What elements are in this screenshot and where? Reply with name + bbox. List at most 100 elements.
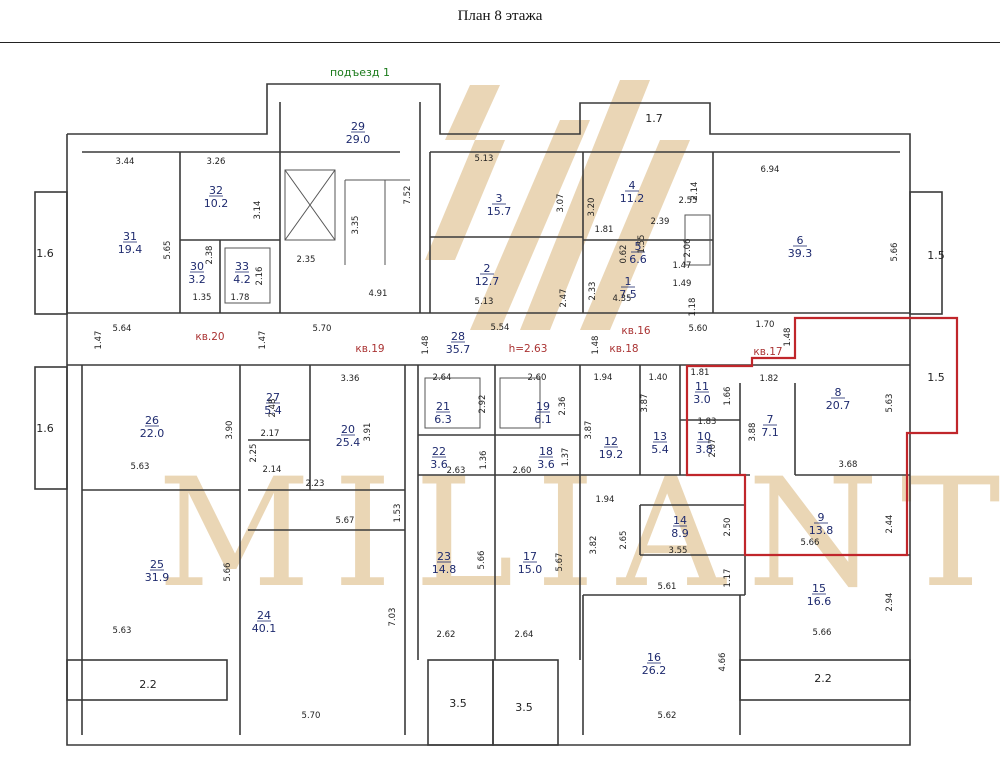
dimension-label: 5.70 — [302, 711, 321, 721]
room-area: 4.2 — [233, 273, 251, 286]
dimension-label: 1.53 — [393, 504, 403, 523]
dimension-label: 5.63 — [131, 462, 150, 472]
dimension-label: 5.66 — [813, 628, 832, 638]
room-number: 5 — [635, 240, 642, 253]
dimension-label: 1.37 — [561, 448, 571, 467]
room-number: 29 — [351, 120, 365, 133]
dimension-label: 0.62 — [619, 245, 629, 264]
room-number: 4 — [629, 179, 636, 192]
balcony-area: 2.2 — [139, 678, 157, 691]
plan-title: План 8 этажа — [457, 8, 543, 24]
dimension-label: 5.66 — [477, 551, 487, 570]
balcony-area: 3.5 — [515, 701, 533, 714]
room-number: 22 — [432, 445, 446, 458]
room-number: 1 — [625, 275, 632, 288]
watermark-text: MILIANT — [157, 447, 1000, 621]
dimension-label: 2.07 — [708, 439, 718, 458]
room-number: 23 — [437, 550, 451, 563]
room-area: 11.2 — [620, 192, 645, 205]
room-area: 16.6 — [807, 595, 832, 608]
balcony-area: 2.2 — [814, 672, 832, 685]
dimension-label: 2.94 — [885, 593, 895, 612]
dimension-label: 5.64 — [113, 324, 132, 334]
room-area: 15.0 — [518, 563, 543, 576]
room-number: 21 — [436, 400, 450, 413]
dimension-label: 2.64 — [515, 630, 534, 640]
dimension-label: 3.68 — [839, 460, 858, 470]
room-area: 25.4 — [336, 436, 361, 449]
dimension-label: 2.14 — [263, 465, 282, 475]
dimension-label: 3.87 — [640, 394, 650, 413]
dimension-label: 1.94 — [594, 373, 613, 383]
dimension-label: 2.39 — [651, 217, 670, 227]
room-area: 6.6 — [629, 253, 647, 266]
room-number: 25 — [150, 558, 164, 571]
dimension-label: 7.52 — [403, 186, 413, 205]
dimension-label: 4.66 — [718, 653, 728, 672]
dimension-label: 1.81 — [595, 225, 614, 235]
dimension-label: 1.40 — [649, 373, 668, 383]
room-area: 6.1 — [534, 413, 552, 426]
balcony-area: 1.6 — [36, 422, 54, 435]
dimension-label: 2.48 — [268, 399, 278, 418]
apartment-highlight — [685, 316, 959, 557]
dimension-label: 1.83 — [698, 417, 717, 427]
room-area: 40.1 — [252, 622, 277, 635]
apartment-label: кв.18 — [609, 343, 638, 355]
room-area: 3.6 — [537, 458, 555, 471]
room-area: 8.9 — [671, 527, 689, 540]
balcony-area: 1.6 — [36, 247, 54, 260]
apartment-label: кв.20 — [195, 331, 224, 343]
room-area: 35.7 — [446, 343, 471, 356]
room-area: 26.2 — [642, 664, 667, 677]
balcony-area: 1.5 — [927, 371, 945, 384]
outer-walls — [34, 83, 943, 746]
room-number: 30 — [190, 260, 204, 273]
room-number: 2 — [484, 262, 491, 275]
dimension-label: 3.07 — [556, 194, 566, 213]
room-number: 13 — [653, 430, 667, 443]
dimension-label: 3.36 — [341, 374, 360, 384]
room-area: 31.9 — [145, 571, 170, 584]
apartment-label: кв.19 — [355, 343, 384, 355]
dimension-label: 5.13 — [475, 297, 494, 307]
dimension-label: 3.90 — [225, 421, 235, 440]
room-area: 39.3 — [788, 247, 813, 260]
room-area: 10.2 — [204, 197, 229, 210]
room-area: 5.4 — [651, 443, 669, 456]
dimension-label: 1.17 — [723, 569, 733, 588]
dimension-label: 1.94 — [596, 495, 615, 505]
dimension-label: 1.66 — [723, 387, 733, 406]
room-area: 6.3 — [434, 413, 452, 426]
dimension-label: 2.16 — [255, 267, 265, 286]
room-number: 6 — [797, 234, 804, 247]
dimension-label: 5.61 — [658, 582, 677, 592]
dimension-label: 1.35 — [193, 293, 212, 303]
dimension-label: 2.50 — [723, 518, 733, 537]
room-area: 3.8 — [695, 443, 713, 456]
dimension-label: 5.66 — [890, 243, 900, 262]
dimension-label: 5.67 — [336, 516, 355, 526]
dimension-label: 2.60 — [528, 373, 547, 383]
dimension-label: 4.35 — [613, 294, 632, 304]
dimension-label: 1.49 — [673, 279, 692, 289]
dimension-label: 2.47 — [559, 289, 569, 308]
apartment-label: кв.16 — [621, 325, 651, 337]
room-area: 5.4 — [264, 404, 282, 417]
dimension-label: 1.18 — [688, 298, 698, 317]
dimension-label: 2.92 — [478, 395, 488, 414]
dimension-label: 3.91 — [363, 423, 373, 442]
dimension-label: 5.60 — [689, 324, 708, 334]
dimension-label: 3.88 — [748, 423, 758, 442]
room-area: 19.4 — [118, 243, 143, 256]
dimension-label: 2.65 — [619, 531, 629, 550]
dimension-label: 5.65 — [163, 241, 173, 260]
dimension-label: 1.36 — [479, 451, 489, 470]
dimension-label: 5.13 — [475, 154, 494, 164]
room-area: 15.7 — [487, 205, 512, 218]
dimension-label: 1.48 — [783, 328, 793, 347]
room-number: 26 — [145, 414, 159, 427]
dimension-label: 3.20 — [587, 198, 597, 217]
